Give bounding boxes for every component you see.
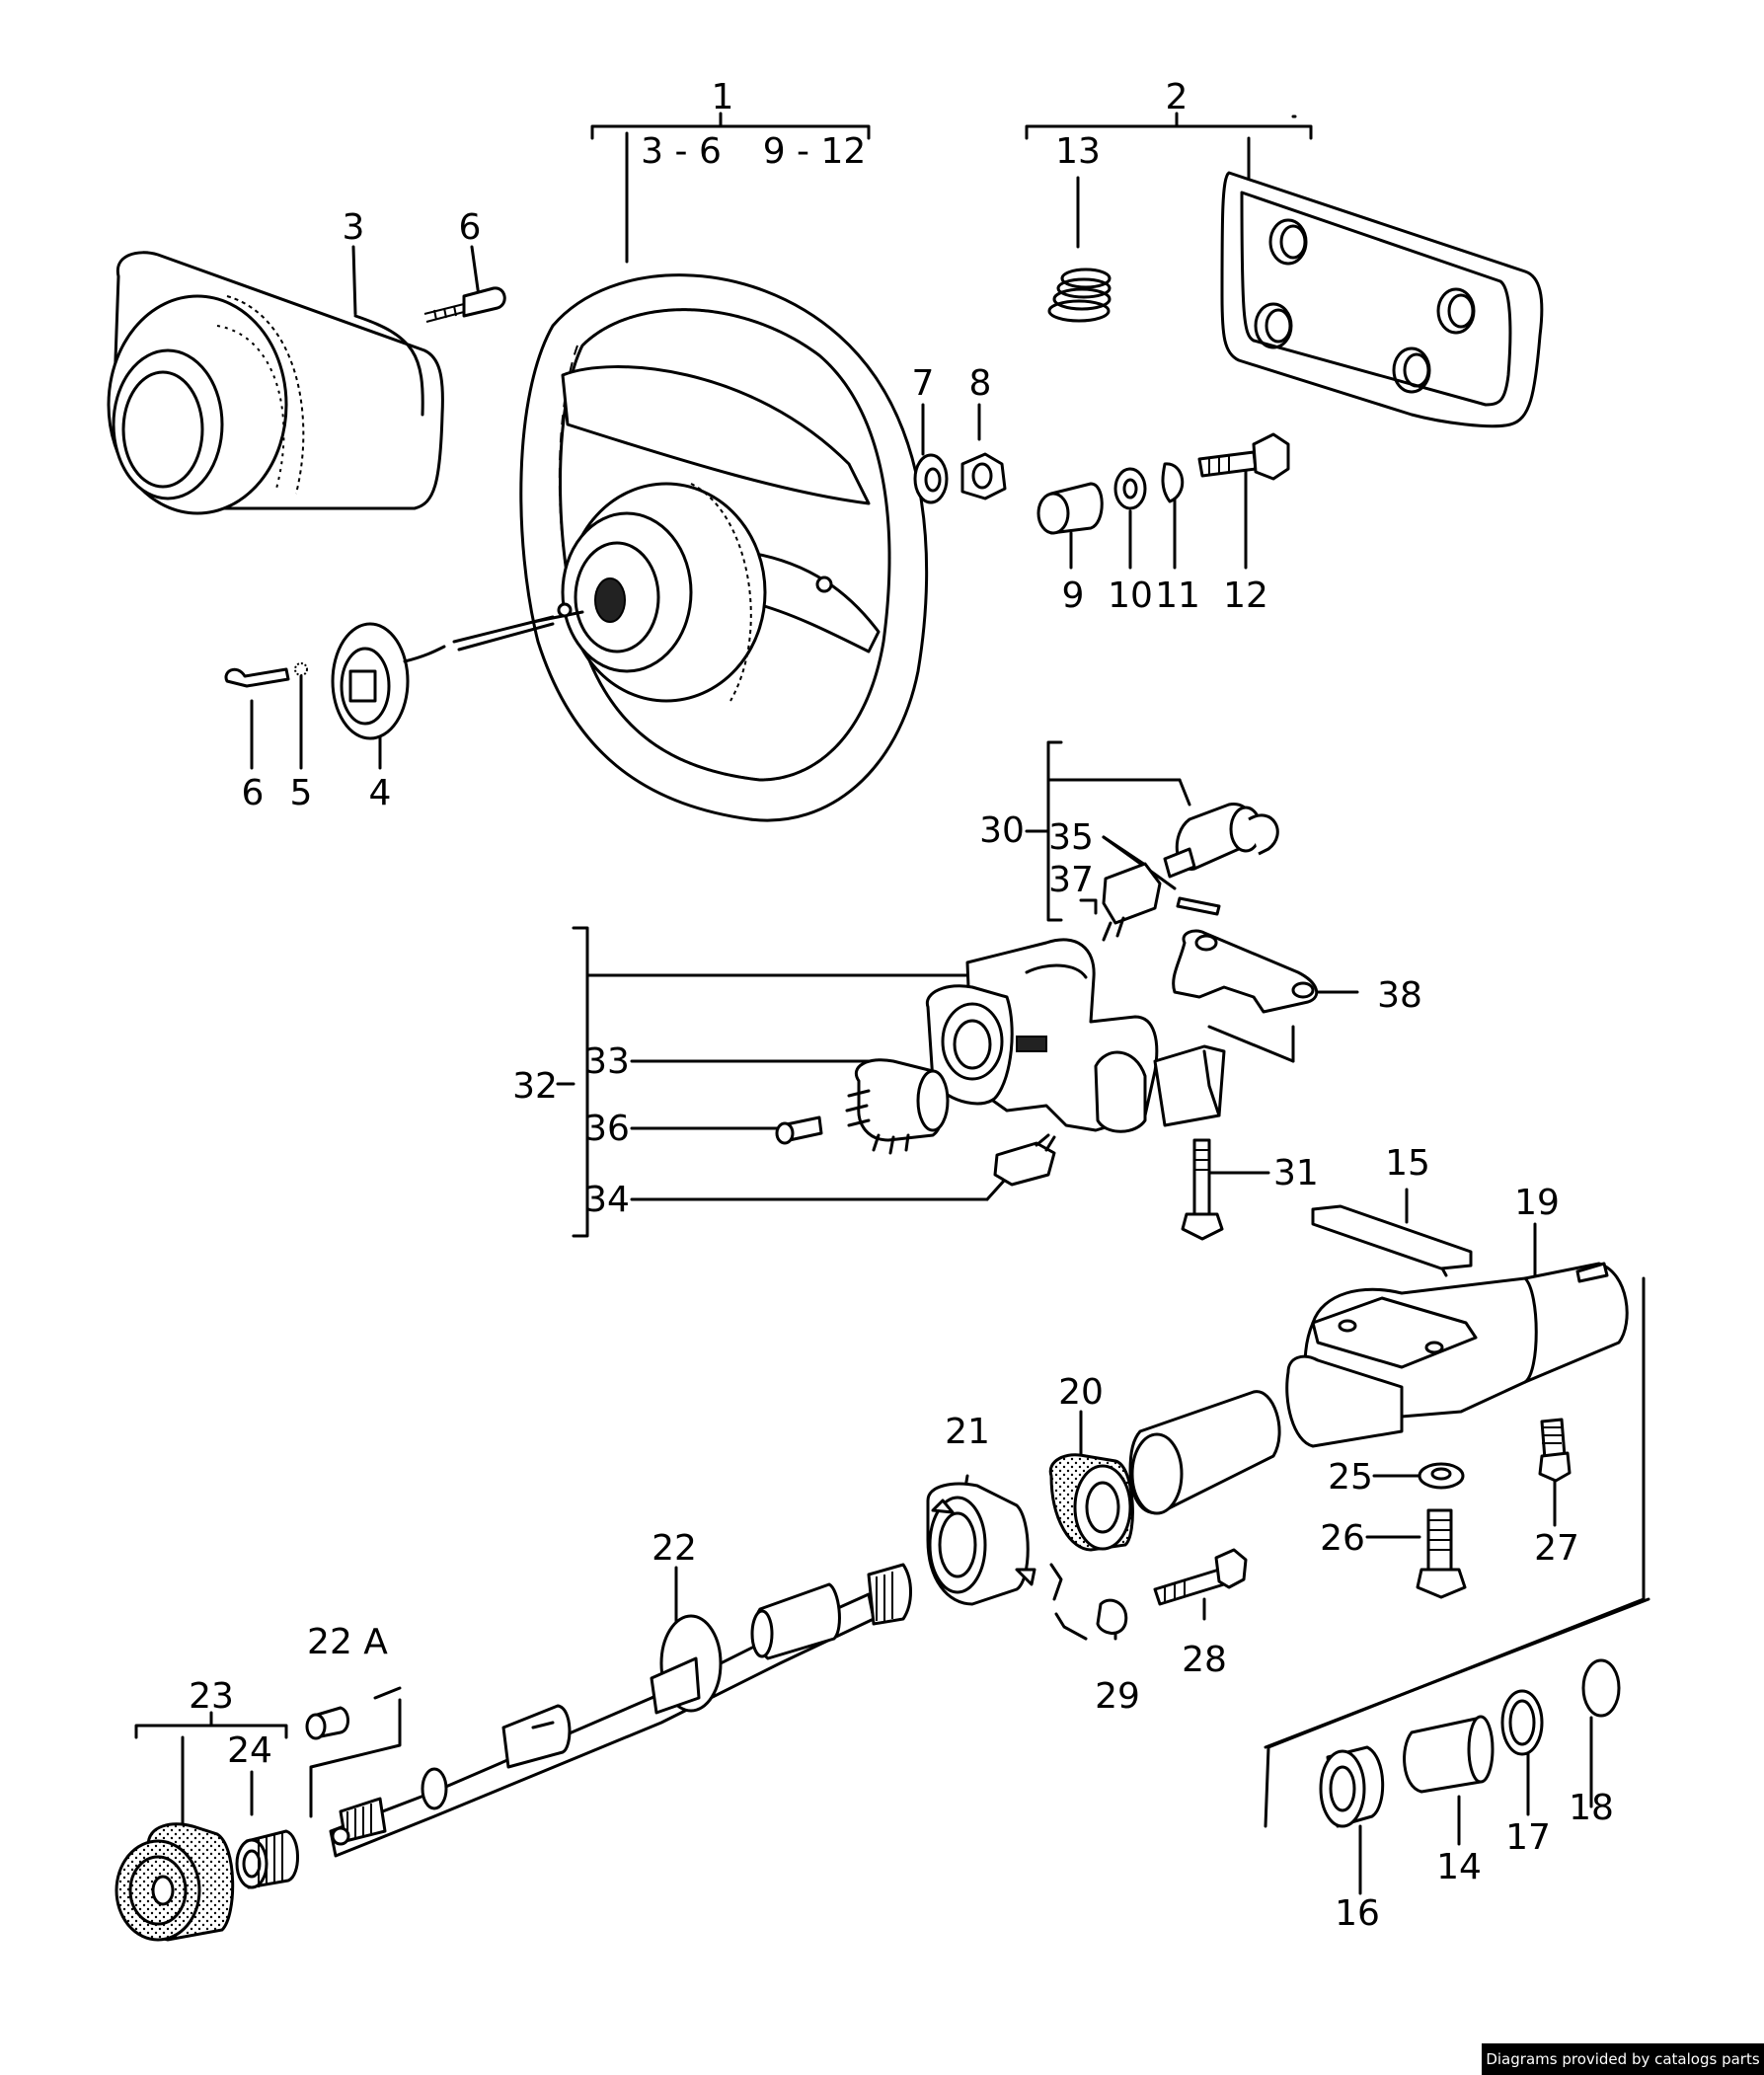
sleeve-part — [1403, 1715, 1495, 1794]
callout-15: 15 — [1385, 1143, 1430, 1184]
rubber-bushing-part — [1048, 1453, 1134, 1552]
lock-washer-part — [913, 453, 949, 504]
shear-bolt-part — [1538, 1418, 1572, 1483]
horn-button-part — [331, 602, 573, 740]
callout-28: 28 — [1182, 1640, 1227, 1680]
sleeve-tube-part — [1128, 1390, 1281, 1515]
shim-plate-part — [1311, 1204, 1473, 1270]
steering-lock-housing-part — [925, 938, 1226, 1133]
ring-part — [1500, 1689, 1544, 1756]
ignition-switch-part — [1102, 862, 1162, 942]
callout-1-range-b: 9 - 12 — [763, 131, 867, 172]
callout-18: 18 — [1569, 1788, 1614, 1828]
callout-19: 19 — [1514, 1183, 1560, 1223]
bushing-part — [1036, 482, 1104, 535]
callout-31: 31 — [1273, 1153, 1319, 1193]
callout-35: 35 — [1048, 817, 1094, 858]
roll-pin-part — [1176, 896, 1221, 916]
coupling-part — [115, 1822, 235, 1942]
small-screw-part — [224, 667, 290, 688]
callout-6-bottom: 6 — [242, 773, 265, 813]
bearing-housing-part — [926, 1482, 1036, 1606]
callout-24: 24 — [227, 1730, 272, 1771]
callout-27: 27 — [1534, 1528, 1579, 1569]
callout-10: 10 — [1108, 576, 1153, 616]
spring-washer-part — [1161, 462, 1185, 503]
ignition-lock-cylinder-part — [1163, 803, 1279, 879]
buzzer-switch-part — [993, 1133, 1056, 1187]
spring-clip-part — [1096, 1598, 1128, 1635]
callout-12: 12 — [1223, 576, 1268, 616]
callout-33: 33 — [584, 1041, 630, 1082]
callout-13: 13 — [1055, 131, 1101, 172]
needle-bearing-part — [235, 1829, 299, 1889]
callout-7: 7 — [912, 363, 935, 404]
steering-column-tube-part — [1285, 1262, 1629, 1448]
housing-screw-part — [775, 1115, 823, 1145]
long-bolt-part — [1181, 1138, 1224, 1241]
callout-3: 3 — [343, 207, 365, 248]
circlip-part — [1581, 1658, 1621, 1718]
washer-part — [1113, 467, 1147, 510]
steering-wheel-part — [519, 273, 929, 822]
callout-16: 16 — [1335, 1893, 1380, 1934]
callout-14: 14 — [1436, 1847, 1482, 1887]
callout-25: 25 — [1328, 1457, 1373, 1498]
callout-1: 1 — [712, 77, 734, 117]
spring-part — [1047, 268, 1112, 323]
nut-part — [960, 452, 1007, 500]
contact-switch-part — [845, 1058, 950, 1155]
callout-26: 26 — [1320, 1518, 1365, 1559]
hex-bolt-part — [1153, 1548, 1248, 1606]
plug-part — [305, 1706, 349, 1740]
callout-22a: 22 A — [307, 1622, 388, 1662]
clamp-part — [1172, 929, 1319, 1014]
callout-37: 37 — [1048, 860, 1094, 900]
credit-banner: Diagrams provided by catalogs parts — [1482, 2043, 1764, 2075]
screw-part — [423, 286, 506, 323]
callout-20: 20 — [1058, 1372, 1104, 1413]
callout-8: 8 — [969, 363, 992, 404]
callout-6-top: 6 — [459, 207, 482, 248]
pad-plate-part — [1220, 171, 1544, 428]
bolt-part — [1197, 432, 1290, 481]
steering-shaft-part — [329, 1563, 912, 1858]
bearing-race-part — [1319, 1745, 1385, 1828]
callout-34: 34 — [584, 1180, 630, 1220]
callout-labels: 1 3 - 6 9 - 12 2 3 6 13 7 8 9 10 11 12 6… — [189, 77, 1614, 1934]
nut-washer-part — [1418, 1462, 1465, 1490]
callout-9: 9 — [1062, 576, 1085, 616]
callout-11: 11 — [1155, 576, 1200, 616]
callout-5: 5 — [290, 773, 313, 813]
callout-1-range-a: 3 - 6 — [641, 131, 722, 172]
callout-23: 23 — [189, 1676, 234, 1717]
callout-36: 36 — [584, 1109, 630, 1149]
callout-22: 22 — [652, 1528, 697, 1569]
washer-spring-part — [294, 662, 308, 676]
callout-30: 30 — [979, 810, 1025, 851]
stud-bolt-part — [1416, 1508, 1467, 1599]
horn-pad-part — [107, 251, 444, 515]
callout-21: 21 — [945, 1412, 990, 1452]
callout-17: 17 — [1505, 1817, 1551, 1858]
callout-2: 2 — [1166, 77, 1189, 117]
callout-32: 32 — [512, 1066, 558, 1107]
callout-29: 29 — [1095, 1676, 1140, 1717]
callout-38: 38 — [1377, 975, 1422, 1016]
group-brackets — [134, 112, 1650, 1895]
callout-4: 4 — [369, 773, 392, 813]
